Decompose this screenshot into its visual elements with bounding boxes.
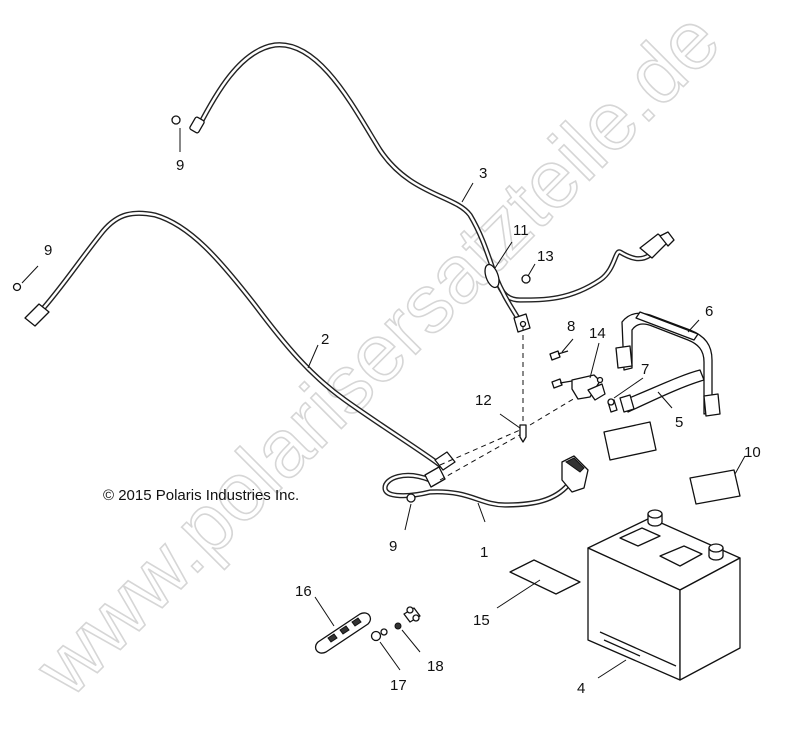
callout-2: 2 xyxy=(321,331,329,348)
stud-12 xyxy=(519,424,527,443)
pad-15 xyxy=(509,559,581,595)
callout-5: 5 xyxy=(675,414,683,431)
nut-9-left xyxy=(12,282,22,292)
fuse-holder-16 xyxy=(314,612,372,654)
strap-5 xyxy=(619,369,705,413)
copyright-notice: © 2015 Polaris Industries Inc. xyxy=(103,487,299,504)
callout-15: 15 xyxy=(473,612,490,629)
callout-11: 11 xyxy=(513,222,529,239)
callout-10: 10 xyxy=(744,444,761,461)
assembly-line-b xyxy=(439,429,521,466)
cable-3 xyxy=(189,42,675,333)
fastener-18 xyxy=(394,606,421,630)
callout-12: 12 xyxy=(475,392,492,409)
bolt-8 xyxy=(549,350,569,361)
callout-17: 17 xyxy=(390,677,407,694)
callout-1: 1 xyxy=(480,544,488,561)
assembly-line-c xyxy=(439,431,526,481)
holddown-6 xyxy=(615,311,721,417)
pad-10 xyxy=(689,469,741,505)
bracket-14 xyxy=(551,374,606,401)
callout-14: 14 xyxy=(589,325,606,342)
pad-plate xyxy=(603,421,657,461)
callout-8: 8 xyxy=(567,318,575,335)
cable-1 xyxy=(382,455,589,508)
callout-13: 13 xyxy=(537,248,554,265)
cable-2 xyxy=(24,210,456,471)
callout-16: 16 xyxy=(295,583,312,600)
nut-9-lower xyxy=(406,493,416,503)
nut-17 xyxy=(370,628,388,642)
nut-9-top xyxy=(171,115,181,125)
callout-9-lower: 9 xyxy=(389,538,397,555)
screw-7 xyxy=(607,398,618,413)
callout-7: 7 xyxy=(641,361,649,378)
callout-3: 3 xyxy=(479,165,487,182)
callout-9-top: 9 xyxy=(176,157,184,174)
leader-lines xyxy=(21,128,746,679)
assembly-line-d xyxy=(529,394,581,426)
callout-6: 6 xyxy=(705,303,713,320)
callout-9-left: 9 xyxy=(44,242,52,259)
battery-4 xyxy=(587,509,741,681)
nut-13 xyxy=(521,274,531,284)
callout-18: 18 xyxy=(427,658,444,675)
callout-4: 4 xyxy=(577,680,585,697)
